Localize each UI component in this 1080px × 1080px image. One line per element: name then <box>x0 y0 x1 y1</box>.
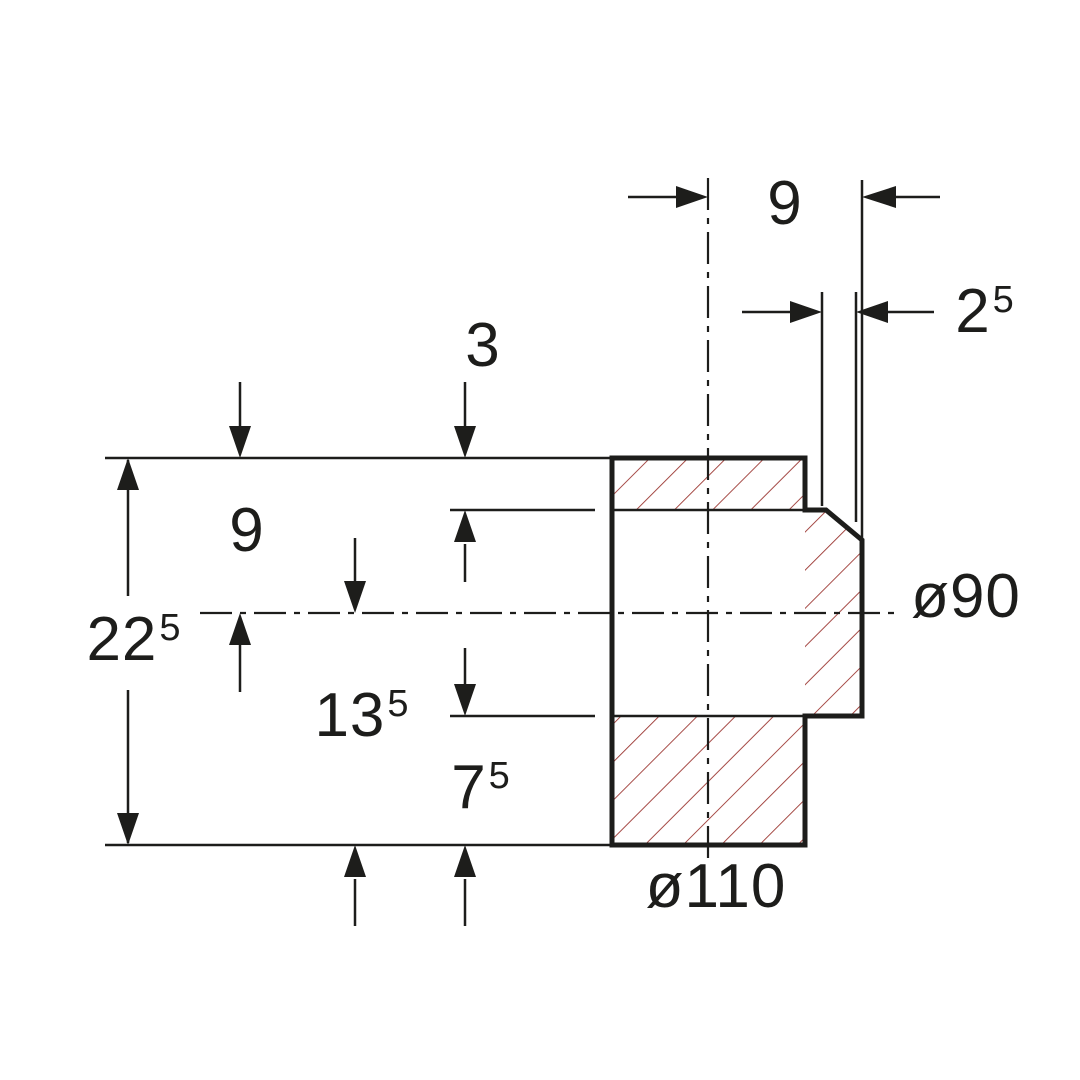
dim-label-base-height: 75 <box>451 757 511 819</box>
dim-value: 22 <box>86 605 158 674</box>
dim-value: ø90 <box>911 562 1021 631</box>
dimension-lip-width <box>742 301 934 323</box>
dim-value: 13 <box>314 681 386 750</box>
dim-superscript: 5 <box>387 683 410 725</box>
arrow-up-icon <box>454 845 476 877</box>
extension-lines <box>105 180 864 847</box>
dim-label-flange-thickness: 3 <box>465 315 500 377</box>
dim-label-total-height: 225 <box>86 609 181 671</box>
dim-superscript: 5 <box>992 279 1015 321</box>
dim-superscript: 5 <box>159 607 182 649</box>
dimension-flange-thickness <box>454 382 476 582</box>
dimension-top-width <box>628 186 940 208</box>
dimension-base-height <box>454 648 476 926</box>
dim-value: 7 <box>451 753 487 822</box>
dim-label-lip-width: 25 <box>955 281 1015 343</box>
arrow-down-icon <box>454 426 476 458</box>
arrow-left-icon <box>856 301 888 323</box>
arrow-down-icon <box>344 581 366 613</box>
arrow-right-icon <box>676 186 708 208</box>
hatch-step-wall <box>805 510 862 716</box>
arrow-up-icon <box>229 613 251 645</box>
dimension-lower-height <box>344 538 366 926</box>
dim-label-diameter-outer: ø110 <box>646 856 787 918</box>
arrow-up-icon <box>344 845 366 877</box>
dim-label-diameter-inner: ø90 <box>911 566 1021 628</box>
dim-value: ø110 <box>645 852 787 921</box>
dim-value: 9 <box>767 169 803 238</box>
arrow-down-icon <box>117 813 139 845</box>
arrow-up-icon <box>454 510 476 542</box>
dim-label-lower-height: 135 <box>314 685 409 747</box>
dim-superscript: 5 <box>488 755 511 797</box>
arrow-down-icon <box>229 426 251 458</box>
part-cross-section <box>609 455 865 848</box>
dimension-upper-height <box>229 382 251 692</box>
arrow-down-icon <box>454 684 476 716</box>
arrow-up-icon <box>117 458 139 490</box>
dim-label-top-width: 9 <box>767 173 802 235</box>
centerlines <box>200 178 898 866</box>
dim-value: 9 <box>229 496 265 565</box>
arrow-right-icon <box>790 301 822 323</box>
dim-label-upper-height: 9 <box>229 500 264 562</box>
dim-value: 2 <box>955 277 991 346</box>
arrow-left-icon <box>862 186 896 208</box>
dimension-total-height <box>117 458 139 845</box>
dim-value: 3 <box>465 311 501 380</box>
